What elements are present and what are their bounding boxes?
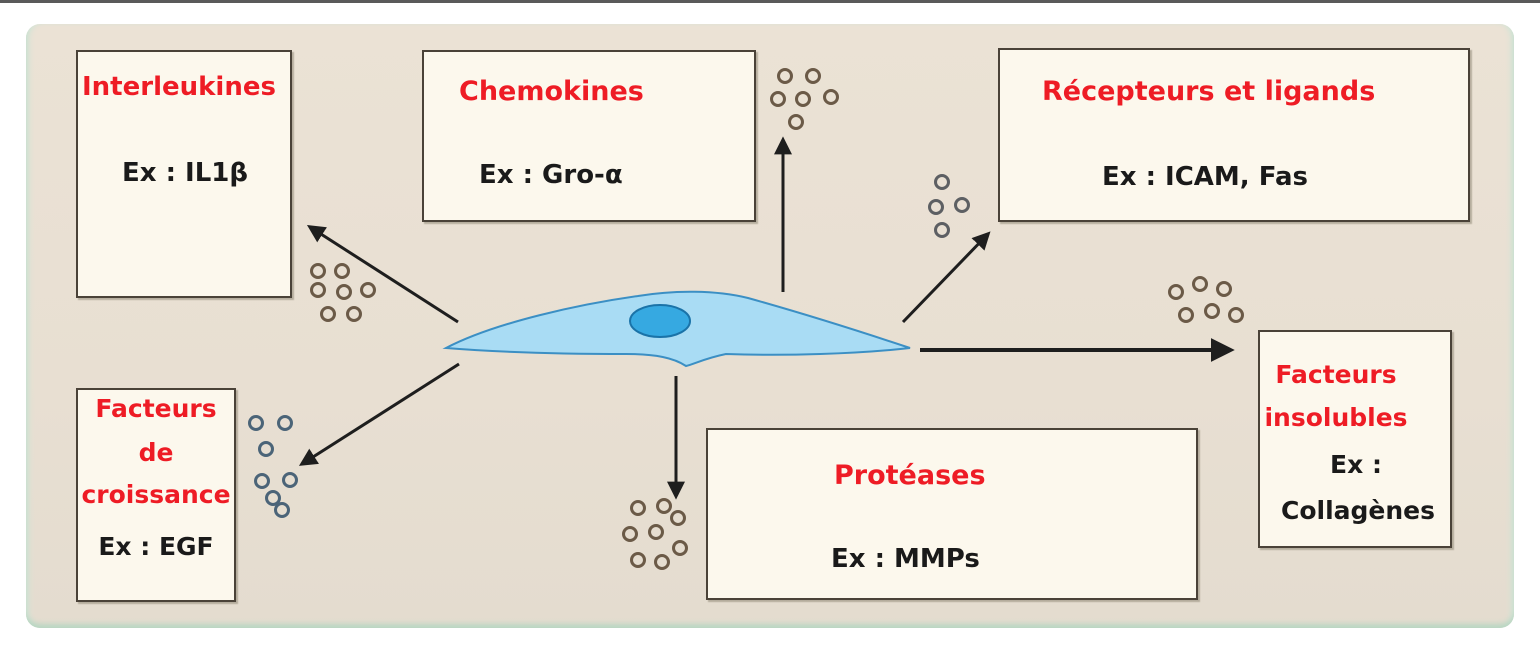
facteurs-croissance-title-line-1: Facteurs — [95, 394, 217, 423]
vesicle — [934, 174, 950, 190]
vesicle — [320, 306, 336, 322]
box-facteurs-insolubles — [1258, 330, 1452, 548]
vesicle — [310, 263, 326, 279]
vesicle — [254, 473, 270, 489]
vesicle — [1192, 276, 1208, 292]
chemokines-example: Ex : Gro-α — [479, 160, 623, 190]
recepteurs-title: Récepteurs et ligands — [1042, 76, 1376, 107]
vesicle — [788, 114, 804, 130]
arrows — [298, 136, 1235, 500]
vesicles-facteurs-insolubles — [1168, 276, 1244, 323]
vesicle — [622, 526, 638, 542]
vesicle — [805, 68, 821, 84]
vesicle — [1168, 284, 1184, 300]
vesicle — [336, 284, 352, 300]
box-proteases — [706, 428, 1198, 600]
interleukines-title: Interleukines — [82, 72, 276, 102]
facteurs-insolubles-title-line-1: Facteurs — [1275, 360, 1397, 389]
vesicle — [1228, 307, 1244, 323]
arrow-to-facteurs-croissance — [298, 362, 460, 466]
vesicle — [310, 282, 326, 298]
vesicle — [346, 306, 362, 322]
vesicle — [795, 91, 811, 107]
vesicle — [265, 490, 281, 506]
vesicle — [654, 554, 670, 570]
vesicle — [670, 510, 686, 526]
interleukines-example: Ex : IL1β — [122, 158, 248, 188]
facteurs-insolubles-example-line-2: Collagènes — [1280, 496, 1436, 525]
box-chemokines — [422, 50, 756, 222]
vesicle — [248, 415, 264, 431]
vesicle — [630, 500, 646, 516]
vesicle — [630, 552, 646, 568]
facteurs-insolubles-title-line-2: insolubles — [1264, 403, 1408, 432]
vesicle — [777, 68, 793, 84]
vesicles-chemokines — [770, 68, 839, 130]
vesicle — [1178, 307, 1194, 323]
top-border-line — [0, 0, 1540, 3]
vesicle — [656, 498, 672, 514]
arrow-to-recepteurs — [901, 231, 991, 324]
vesicle — [1204, 303, 1220, 319]
diagram-panel: Interleukines Ex : IL1β Chemokines Ex : … — [26, 24, 1514, 628]
vesicle — [648, 524, 664, 540]
vesicle — [282, 472, 298, 488]
proteases-title: Protéases — [834, 460, 986, 491]
vesicles-proteases — [622, 498, 688, 570]
box-recepteurs — [998, 48, 1470, 222]
arrow-to-interleukines — [306, 225, 459, 324]
vesicles-recepteurs — [928, 174, 970, 238]
facteurs-croissance-example: Ex : EGF — [98, 532, 214, 561]
fibroblast-cell — [442, 290, 911, 368]
vesicle — [770, 91, 786, 107]
vesicles-facteurs-croissance — [248, 415, 298, 518]
vesicle — [928, 199, 944, 215]
vesicle — [672, 540, 688, 556]
proteases-example: Ex : MMPs — [831, 544, 980, 574]
facteurs-insolubles-example-line-1: Ex : — [1330, 450, 1382, 479]
chemokines-title: Chemokines — [459, 76, 644, 107]
facteurs-croissance-title-line-2: de — [138, 438, 174, 467]
vesicle — [823, 89, 839, 105]
secretome-diagram — [248, 68, 1244, 570]
vesicle — [258, 441, 274, 457]
cell-nucleus — [629, 304, 691, 338]
vesicle — [1216, 281, 1232, 297]
facteurs-croissance-title-line-3: croissance — [81, 480, 231, 509]
box-facteurs-croissance — [76, 388, 236, 602]
vesicle — [334, 263, 350, 279]
recepteurs-example: Ex : ICAM, Fas — [1102, 162, 1308, 192]
vesicles-interleukines — [310, 263, 376, 322]
box-interleukines — [76, 50, 292, 298]
vesicle — [360, 282, 376, 298]
vesicle — [277, 415, 293, 431]
vesicle — [274, 502, 290, 518]
vesicle — [954, 197, 970, 213]
vesicle — [934, 222, 950, 238]
